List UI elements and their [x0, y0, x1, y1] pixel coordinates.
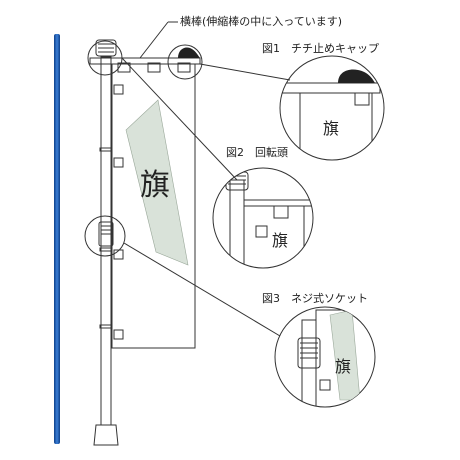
- flag-fig1-text: 旗: [323, 119, 339, 138]
- main-pole: [93, 39, 119, 446]
- flag: 旗: [111, 63, 196, 349]
- label-fig1: 図1 チチ止めキャップ: [262, 42, 379, 55]
- blue-pole: [54, 34, 60, 444]
- flag-main-text: 旗: [140, 168, 170, 203]
- label-crossbar: 横棒(伸縮棒の中に入っています): [180, 14, 342, 28]
- flag-fig3-text: 旗: [335, 357, 351, 376]
- flag-fig2-text: 旗: [272, 231, 288, 250]
- detail-fig1: 旗: [279, 55, 385, 161]
- label-fig2: 図2 回転頭: [226, 146, 288, 159]
- detail-fig3: 旗: [274, 306, 376, 408]
- label-fig3: 図3 ネジ式ソケット: [262, 292, 368, 305]
- marker-socket: [84, 215, 126, 257]
- detail-fig2: 旗: [212, 167, 314, 269]
- marker-stopper-cap: [167, 44, 203, 80]
